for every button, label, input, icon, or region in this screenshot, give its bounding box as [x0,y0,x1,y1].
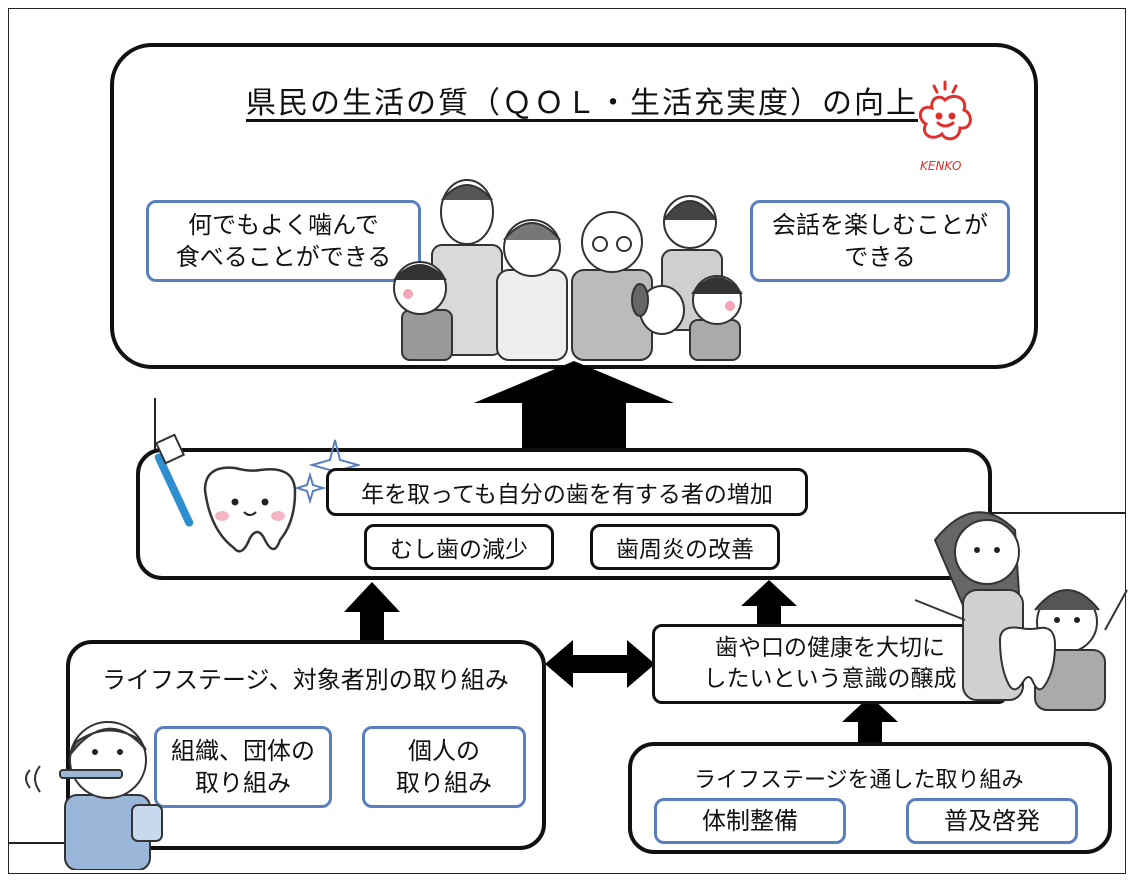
awareness-campaign-box: 普及啓発 [906,798,1078,844]
chew-bubble: 何でもよく噛んで 食べることができる [146,200,421,282]
arrow-up-large [474,361,674,451]
diagram-frame [8,8,1126,874]
kenko-logo: KENKO [918,80,972,173]
system-setup-box: 体制整備 [654,798,846,844]
awareness-box: 歯や口の健康を大切に したいという意識の醸成 [652,624,1008,704]
guide-line [8,842,88,844]
arrow-up-bottom [842,696,898,744]
kenko-logo-text: KENKO [920,159,961,173]
organization-box: 組織、団体の 取り組み [154,726,332,808]
lifestage-through-title: ライフステージを通した取り組み [694,768,1024,793]
individual-box: 個人の 取り組み [362,726,526,808]
lifestage-target-title: ライフステージ、対象者別の取り組み [102,666,509,694]
mother-child-illustration [914,511,1128,711]
child-brushing-illustration [25,721,163,870]
guide-line [975,512,1125,514]
teeth-retention-box: 年を取っても自分の歯を有する者の増加 [326,468,808,516]
periodontitis-box: 歯周炎の改善 [590,524,780,570]
family-illustration [393,179,743,361]
arrow-up-left [344,582,400,654]
goal-title: 県民の生活の質（ＱＯＬ・生活充実度）の向上 [246,86,918,121]
caries-reduction-box: むし歯の減少 [364,524,554,570]
double-arrow [545,640,655,688]
conversation-bubble: 会話を楽しむことが できる [750,200,1010,282]
arrow-up-right [741,580,797,626]
tooth-mascot-illustration [154,433,360,553]
guide-line [154,398,156,456]
